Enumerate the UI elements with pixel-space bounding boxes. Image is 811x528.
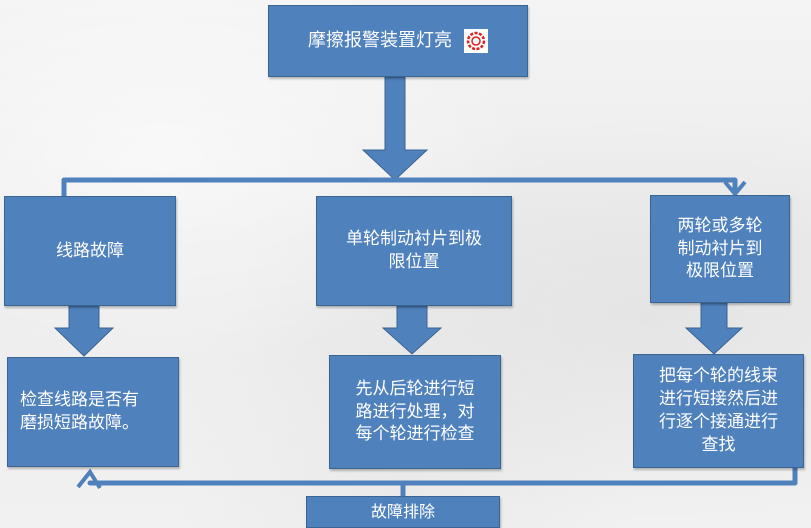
- cause-label: 两轮或多轮 制动衬片到 极限位置: [677, 215, 763, 282]
- arrow-top-down: [361, 76, 429, 181]
- arrow-col2: [381, 305, 443, 355]
- action-box-multi-wheel: 把每个轮的线束 进行短接然后进 行逐个接通进行 查找: [633, 354, 804, 468]
- cause-box-multi-wheel: 两轮或多轮 制动衬片到 极限位置: [650, 195, 790, 303]
- result-label: 故障排除: [370, 502, 435, 522]
- action-label: 先从后轮进行短 路进行处理，对 每个轮进行检查: [355, 378, 475, 445]
- result-box: 故障排除: [306, 496, 500, 528]
- cause-box-wiring: 线路故障: [4, 196, 176, 306]
- trigger-label: 摩擦报警装置灯亮: [308, 29, 452, 51]
- trigger-box: 摩擦报警装置灯亮: [268, 5, 528, 77]
- return-left-head: [76, 468, 102, 490]
- action-box-wiring: 检查线路是否有 磨损短路故障。: [7, 357, 179, 467]
- cause-label: 线路故障: [56, 240, 124, 261]
- action-box-single-wheel: 先从后轮进行短 路进行处理，对 每个轮进行检查: [329, 355, 501, 469]
- action-label: 把每个轮的线束 进行短接然后进 行逐个接通进行 查找: [659, 366, 778, 455]
- arrow-col1: [53, 305, 115, 357]
- cause-label: 单轮制动衬片到极 限位置: [346, 229, 482, 272]
- drop-right-head: [723, 180, 747, 198]
- arrow-col3: [684, 302, 744, 355]
- action-label: 检查线路是否有 磨损短路故障。: [20, 390, 139, 433]
- alarm-light-icon: [464, 29, 488, 53]
- cause-box-single-wheel: 单轮制动衬片到极 限位置: [316, 196, 512, 306]
